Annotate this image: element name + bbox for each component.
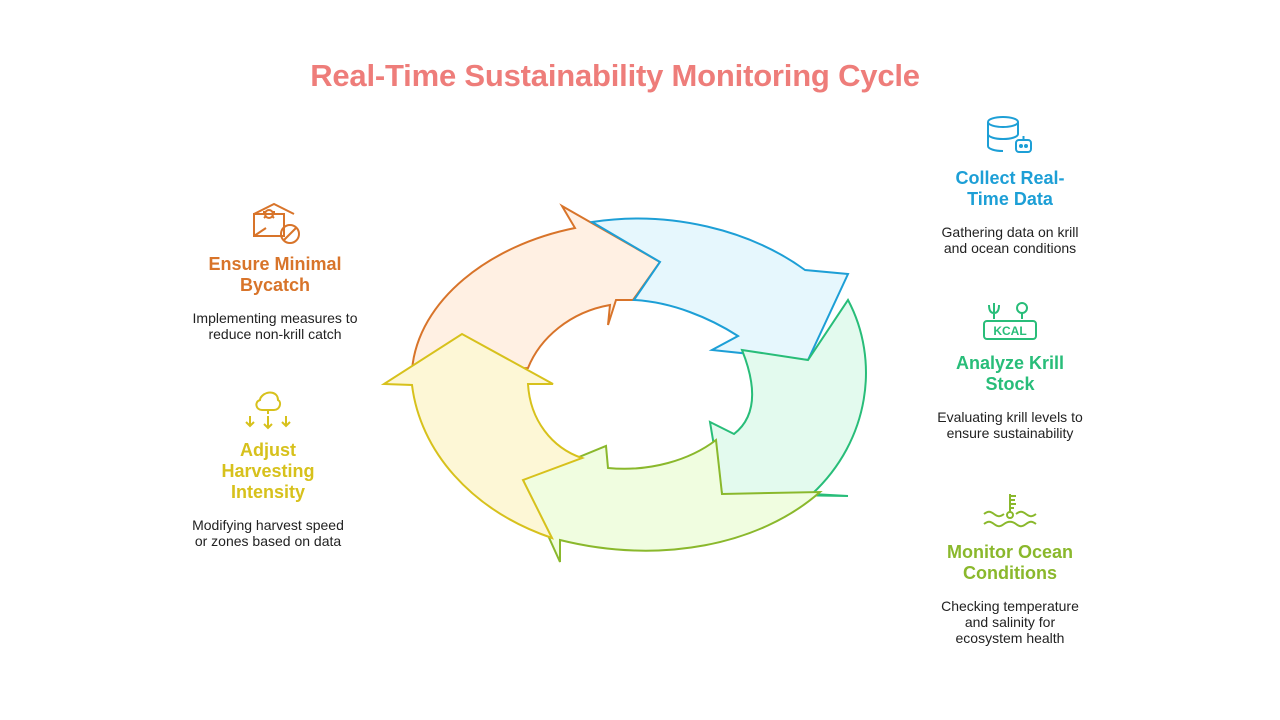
- cycle-arrow-adjust: [380, 332, 586, 540]
- step-analyze-description: Evaluating krill levels to ensure sustai…: [937, 409, 1083, 441]
- cycle-arrow-ensure: [410, 203, 662, 372]
- cycle-arrow-collect: [589, 217, 850, 362]
- step-adjust: Adjust Harvesting Intensity Modifying ha…: [170, 388, 366, 549]
- step-monitor: Monitor Ocean Conditions Checking temper…: [900, 490, 1120, 646]
- kcal-gauge-icon: KCAL: [983, 302, 1037, 340]
- step-analyze: KCAL Analyze Krill Stock Evaluating kril…: [910, 299, 1110, 441]
- step-ensure-heading: Ensure Minimal Bycatch: [208, 254, 342, 295]
- step-adjust-heading: Adjust Harvesting Intensity: [221, 440, 315, 502]
- step-collect-description: Gathering data on krill and ocean condit…: [941, 224, 1079, 256]
- step-collect: Collect Real-Time Data Gathering data on…: [910, 114, 1110, 256]
- step-analyze-heading: Analyze Krill Stock: [955, 353, 1065, 394]
- harvest-drop-icon: [245, 391, 291, 430]
- cycle-arrow-monitor: [521, 438, 823, 563]
- step-collect-heading: Collect Real-Time Data: [955, 168, 1065, 209]
- database-robot-icon: [987, 116, 1032, 153]
- step-ensure: Ensure Minimal Bycatch Implementing meas…: [172, 200, 378, 342]
- step-adjust-description: Modifying harvest speed or zones based o…: [192, 517, 344, 549]
- diagram-title: Real-Time Sustainability Monitoring Cycl…: [310, 58, 920, 93]
- step-ensure-description: Implementing measures to reduce non-kril…: [192, 310, 358, 342]
- ocean-thermometer-icon: [983, 494, 1037, 528]
- kcal-icon-text: KCAL: [993, 324, 1026, 338]
- step-monitor-description: Checking temperature and salinity for ec…: [941, 598, 1079, 646]
- bycatch-block-icon: [253, 202, 300, 244]
- step-monitor-heading: Monitor Ocean Conditions: [946, 542, 1073, 583]
